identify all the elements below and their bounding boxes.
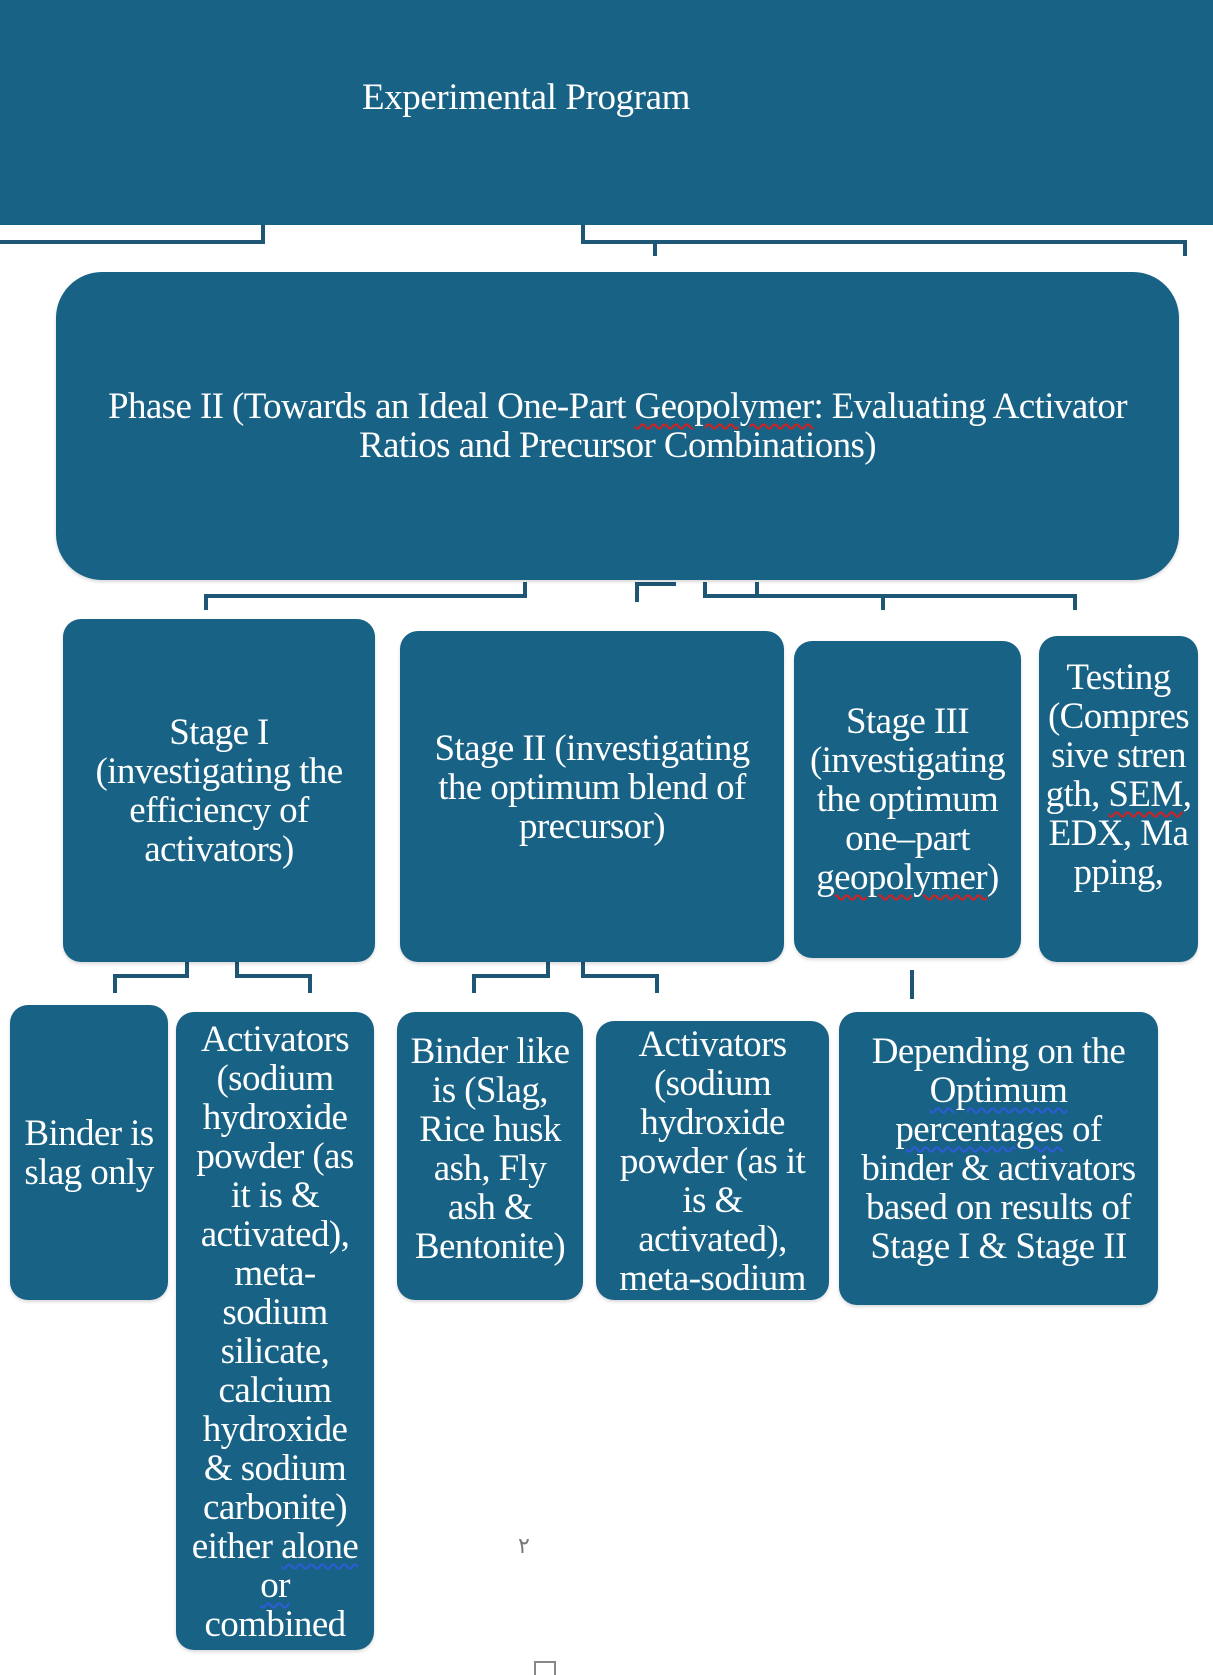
paragraph-mark (534, 1661, 556, 1675)
connector-binder-like (472, 960, 550, 993)
connector-stage3-testing (703, 582, 1077, 610)
connector-left (0, 225, 265, 244)
page-number-mark: ٢ (518, 1534, 530, 1559)
phase-box: Phase II (Towards an Ideal One-Part Geop… (56, 272, 1179, 580)
connector-stage2 (635, 582, 676, 602)
spell-flag: SEM (1108, 774, 1183, 815)
connector-right (581, 225, 1187, 256)
spell-flag: Geopolymer (634, 386, 814, 427)
connector-binder-slag (113, 960, 189, 993)
testing-text: Testing (Compressive strength, SEM, EDX,… (1045, 657, 1192, 893)
phase-text: Phase II (Towards an Ideal One-Part Geop… (107, 386, 1128, 466)
diagram-title: Experimental Program (362, 77, 690, 118)
spell-flag: or (260, 1565, 290, 1606)
spell-flag: alone (281, 1526, 359, 1567)
activators1-text: Activators (sodium hydroxide powder (as … (191, 1019, 359, 1645)
depending-text: Depending on the Optimum percentages of … (861, 1031, 1136, 1267)
stage3-text: Stage III (investigating the optimum one… (809, 701, 1006, 898)
stage2-box: Stage II (investigating the optimum blen… (400, 631, 784, 962)
depending-box: Depending on the Optimum percentages of … (839, 1012, 1158, 1305)
spell-flag: Optimum (929, 1070, 1068, 1111)
binder-slag-box: Binder is slag only (10, 1005, 168, 1300)
spell-flag: percentages (895, 1109, 1064, 1150)
connector-stage1 (204, 582, 527, 610)
connector-activators2 (581, 960, 659, 993)
activators1-box: Activators (sodium hydroxide powder (as … (176, 1012, 374, 1650)
binder-like-text: Binder like is (Slag, Rice husk ash, Fly… (410, 1031, 570, 1267)
stage1-text: Stage I (investigating the efficiency of… (95, 711, 343, 870)
activators2-text: Activators (sodium hydroxide powder (as … (619, 1024, 806, 1299)
title-banner: Experimental Program (0, 0, 1213, 225)
stage3-box: Stage III (investigating the optimum one… (794, 641, 1021, 958)
stage1-box: Stage I (investigating the efficiency of… (63, 619, 375, 962)
spell-flag: geopolymer (816, 857, 987, 898)
binder-slag-text: Binder is slag only (24, 1112, 154, 1193)
connector-activators1 (235, 960, 312, 993)
testing-box: Testing (Compressive strength, SEM, EDX,… (1039, 636, 1198, 962)
stage2-text: Stage II (investigating the optimum blen… (434, 728, 750, 847)
activators2-box: Activators (sodium hydroxide powder (as … (596, 1021, 829, 1300)
binder-like-box: Binder like is (Slag, Rice husk ash, Fly… (397, 1012, 583, 1300)
